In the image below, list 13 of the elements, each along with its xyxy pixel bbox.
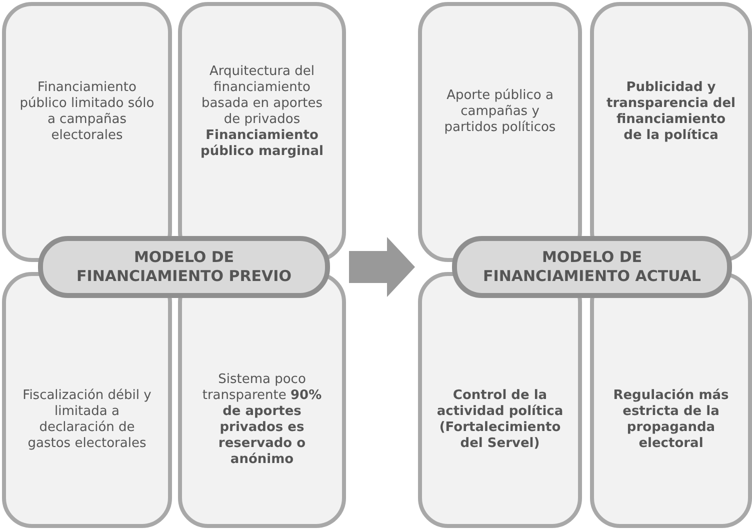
box-text: Financiamiento público limitado sólo a campañas electorales [18,80,156,144]
box-text: Control de la actividad política (Fortalecimiento del Servel) [436,388,564,452]
box-text: Sistema poco transparente 90% de aportes privados es reservado o anónimo [201,372,323,468]
box-text: Publicidad y transparencia del financiamiento de la política [606,80,736,144]
box-text: Aporte público a campañas y partidos políticos [443,88,557,136]
block-arrow [349,237,415,297]
model-title: MODELO DE FINANCIAMIENTO PREVIO [76,248,292,286]
box-text: Arquitectura del financiamiento basada en aportes de privados Financiamiento público marginal [200,64,324,160]
model-title-pill [38,236,330,298]
box-text: Fiscalización débil y limitada a declaración de gastos electorales [22,388,152,452]
box-text: Regulación más estricta de la propaganda electoral [612,388,730,452]
model-title: MODELO DE FINANCIAMIENTO ACTUAL [482,248,702,286]
model-title-pill [452,236,732,298]
